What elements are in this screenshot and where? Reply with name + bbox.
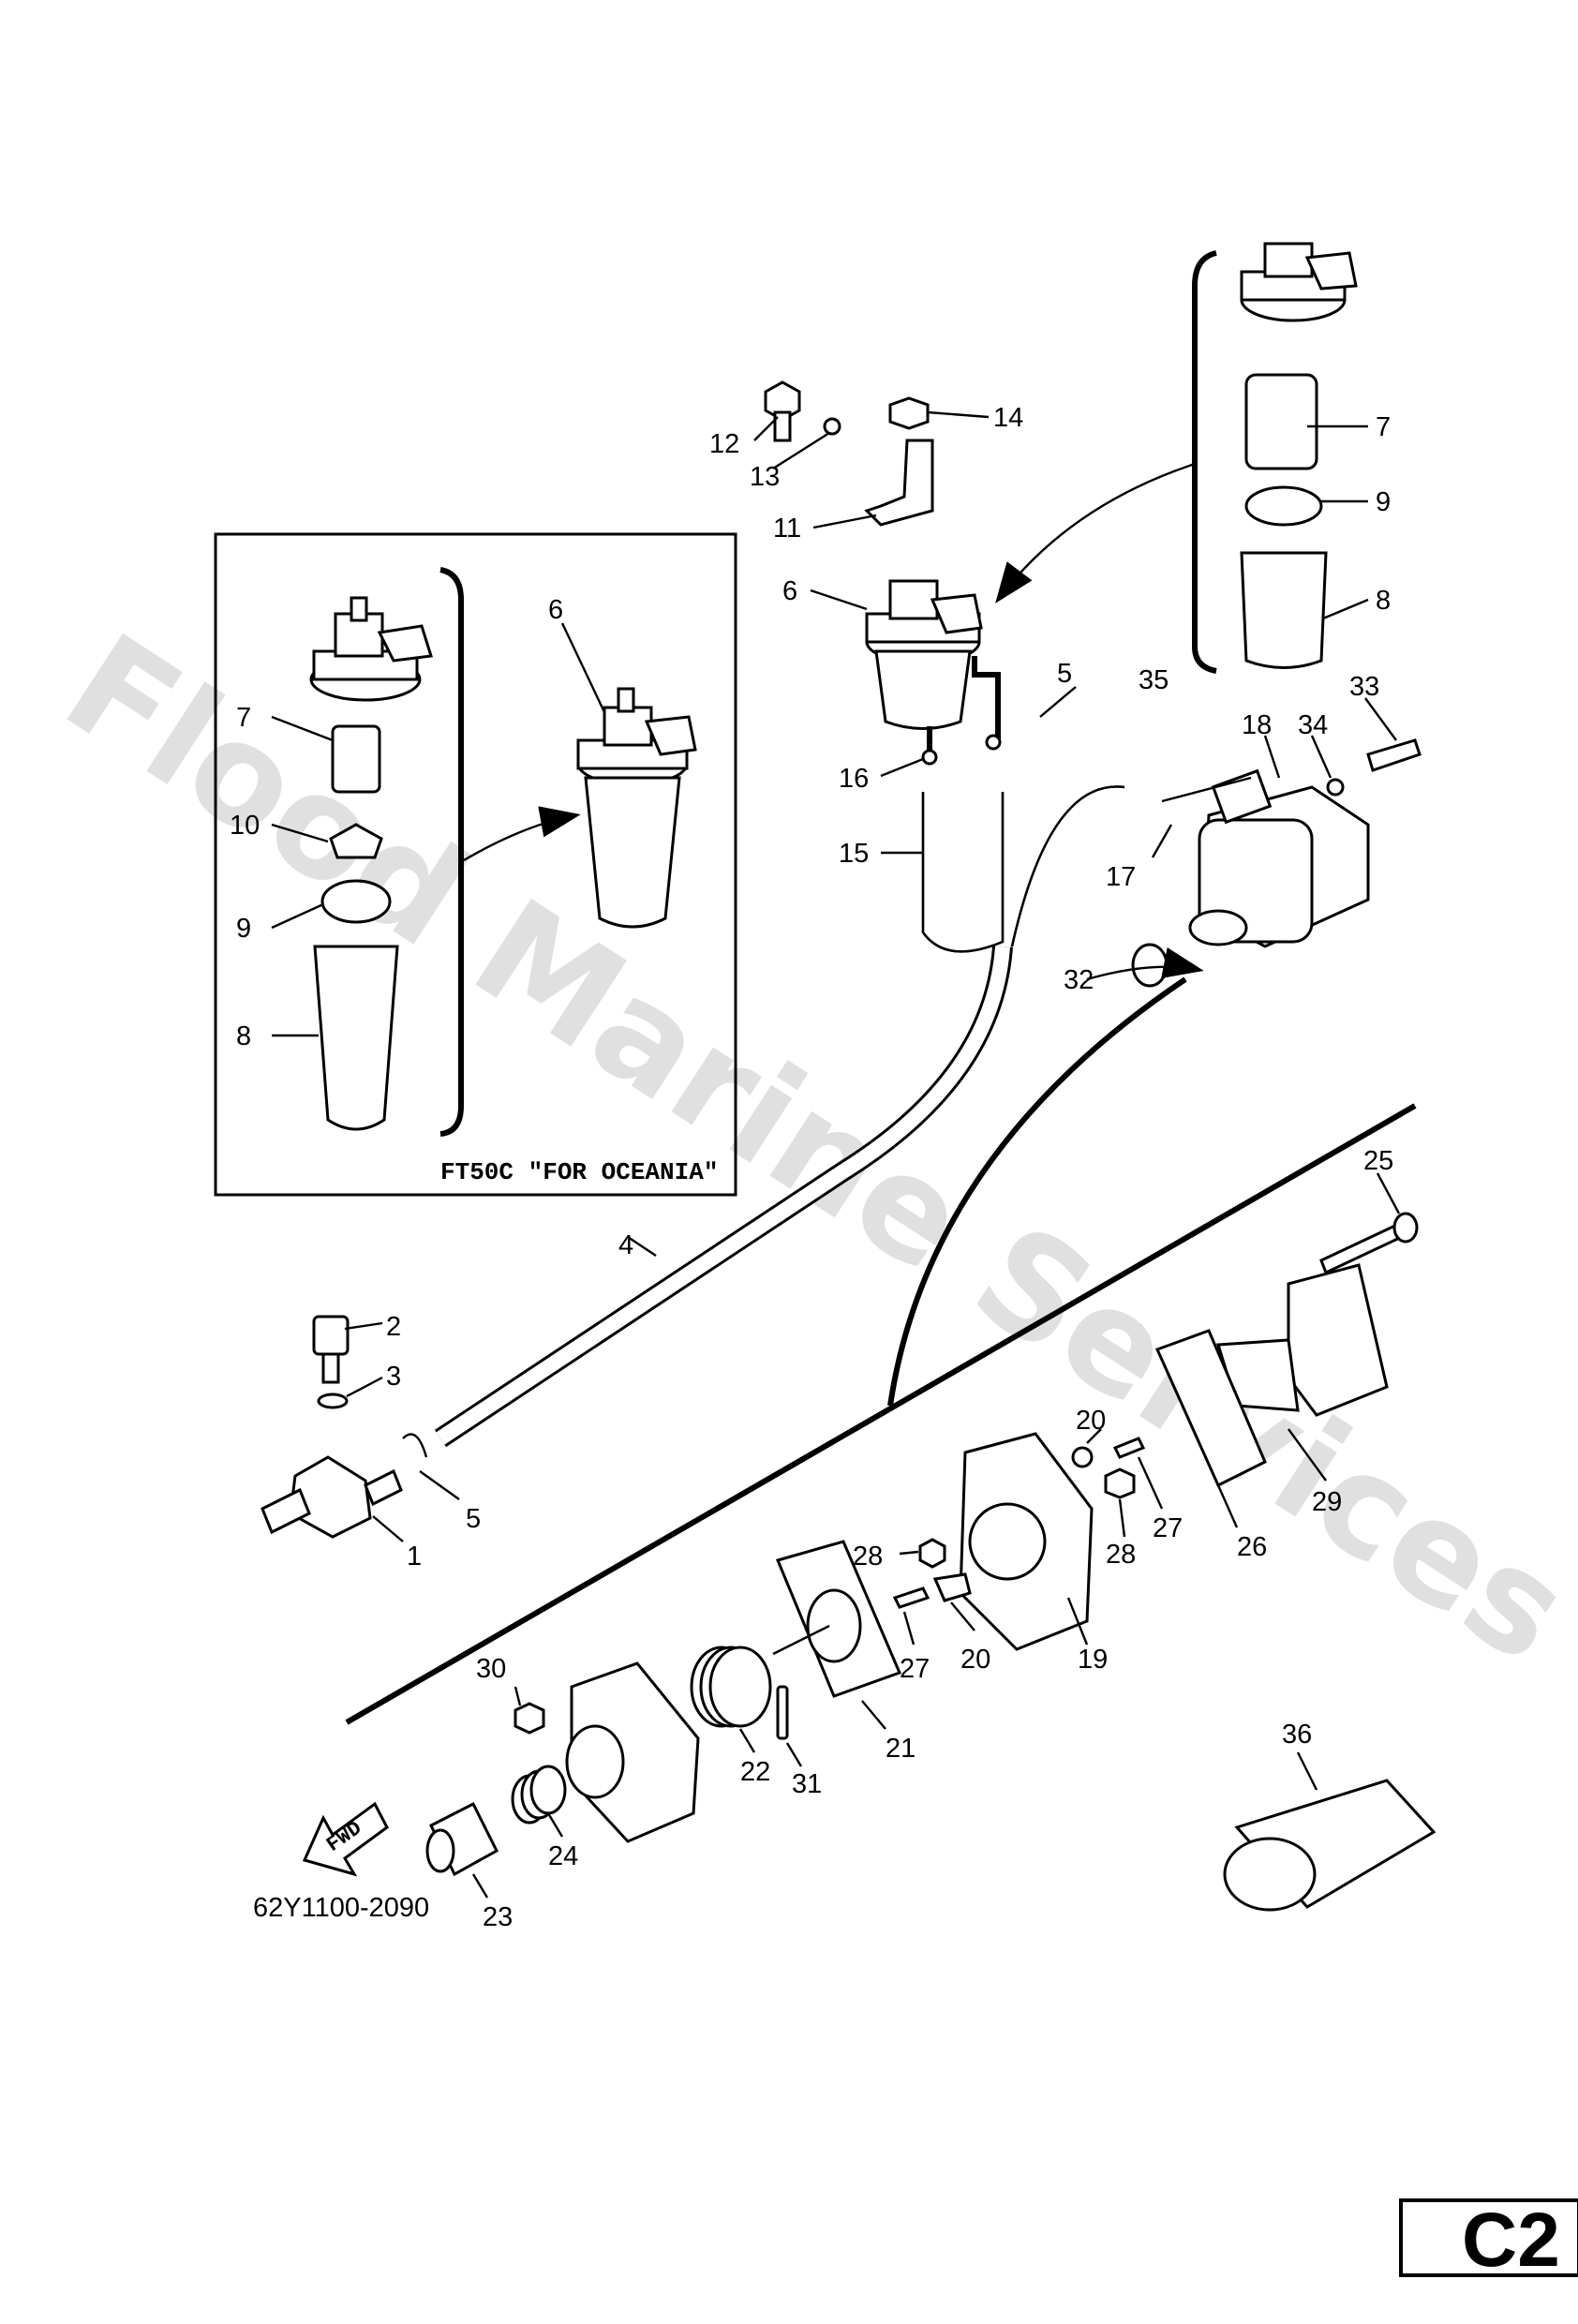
callout-16: 16 [839, 764, 869, 794]
callout-25: 25 [1363, 1146, 1393, 1176]
callout-11: 11 [773, 514, 801, 544]
callout-7-inset: 7 [236, 703, 251, 733]
callout-20-top: 20 [1076, 1406, 1106, 1436]
callout-27-top: 27 [1153, 1513, 1183, 1543]
callout-13: 13 [750, 462, 780, 492]
callout-33: 33 [1349, 672, 1379, 702]
callout-32: 32 [1064, 965, 1094, 995]
callout-29: 29 [1312, 1487, 1342, 1517]
page-tab-label: C2 [1462, 2197, 1560, 2283]
callout-1: 1 [407, 1542, 422, 1572]
inset-label: FT50C "FOR OCEANIA" [440, 1158, 718, 1186]
exploded-divider [345, 1103, 1417, 1725]
callout-23: 23 [483, 1902, 513, 1932]
callout-15: 15 [839, 839, 869, 869]
callout-31: 31 [792, 1769, 822, 1799]
callout-9-inset: 9 [236, 914, 251, 944]
page-tab: C2 [1399, 2197, 1578, 2283]
spring-22 [690, 1646, 772, 1728]
fwd-arrow: FWD [302, 1801, 389, 1877]
callout-6-inset: 6 [548, 595, 563, 625]
callout-34: 34 [1298, 710, 1328, 740]
callout-18: 18 [1242, 710, 1272, 740]
inset-nut [329, 823, 383, 859]
callout-3: 3 [386, 1362, 401, 1392]
callout-30: 30 [476, 1654, 506, 1684]
callout-22: 22 [740, 1757, 770, 1787]
callout-28-bottom: 28 [853, 1542, 883, 1572]
part-36-sleeve: 36 [1223, 1720, 1437, 1912]
callout-35: 35 [1139, 665, 1169, 695]
callout-7-right: 7 [1376, 412, 1391, 442]
callout-14: 14 [993, 403, 1023, 433]
callout-21: 21 [886, 1734, 916, 1764]
callout-28-top: 28 [1106, 1540, 1136, 1570]
callout-6-main: 6 [782, 576, 797, 606]
callout-19: 19 [1078, 1645, 1108, 1675]
callout-8-inset: 8 [236, 1021, 251, 1051]
fuel-hoses: 16 15 5 4 [434, 656, 1125, 1448]
callout-12: 12 [709, 429, 739, 459]
inset-filter-cup [313, 945, 399, 1131]
callout-36: 36 [1282, 1720, 1312, 1750]
callout-5-bottom: 5 [466, 1504, 481, 1534]
callout-5-top: 5 [1057, 659, 1072, 689]
main-fuel-filter: 12 13 14 11 6 [709, 380, 1023, 730]
callout-24: 24 [548, 1841, 578, 1871]
callout-4: 4 [618, 1230, 633, 1260]
inset-filter-head [309, 596, 433, 702]
callout-17: 17 [1106, 862, 1136, 892]
drawing-code: 62Y1100-2090 [253, 1893, 429, 1923]
spring-24 [511, 1765, 567, 1825]
callout-26: 26 [1237, 1532, 1267, 1562]
callout-9-right: 9 [1376, 487, 1391, 517]
filter-detail-right: 7 9 8 [995, 242, 1391, 674]
inset-filter-element [331, 724, 381, 794]
callout-10: 10 [230, 811, 260, 841]
callout-20-bottom: 20 [960, 1645, 990, 1675]
callout-27-bottom: 27 [900, 1654, 930, 1684]
watermark-text: Flood Marine Services [37, 603, 1578, 1694]
pump-exploded: 25 29 26 19 20 27 28 28 20 27 [425, 1146, 1419, 1932]
callout-2: 2 [386, 1312, 401, 1342]
fuel-pump: 35 18 34 33 17 32 [1064, 665, 1422, 995]
inset-o-ring [320, 879, 392, 924]
inset-assembled-filter [576, 687, 697, 929]
callout-8-right: 8 [1376, 586, 1391, 616]
oceania-inset: FT50C "FOR OCEANIA" 7 10 [214, 532, 737, 1197]
fuel-joint: 2 3 1 5 [261, 1312, 481, 1572]
assembly-arrow [887, 976, 1187, 1407]
